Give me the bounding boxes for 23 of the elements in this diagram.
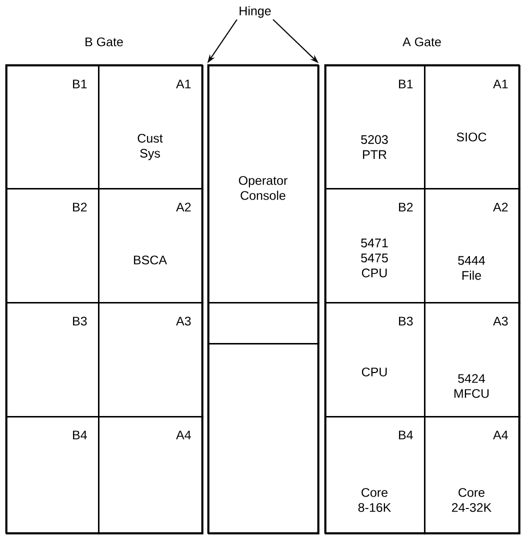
slot-cell: A1 Cust Sys <box>98 65 204 190</box>
slot-cell: B3 <box>6 302 100 418</box>
slot-cell: A3 <box>98 302 204 418</box>
console-section <box>208 343 320 534</box>
slot-cell: B1 5203 PTR <box>325 65 426 190</box>
console-section <box>208 302 320 344</box>
console-box: Operator Console <box>208 65 320 304</box>
hinge-label: Hinge <box>240 6 271 18</box>
node-label: B Gate <box>86 37 123 46</box>
slot-cell: A2 BSCA <box>98 188 204 304</box>
slot-cell: B2 <box>6 188 100 304</box>
slot-cell: B4 Core 8-16K <box>325 416 426 534</box>
slot-cell: B1 <box>6 65 100 190</box>
slot-cell: A3 5424 MFCU <box>424 302 520 418</box>
slot-cell: B3 CPU <box>325 302 426 418</box>
slot-cell: A1 SIOC <box>424 65 520 190</box>
slot-cell: A2 5444 File <box>424 188 520 304</box>
slot-cell: B2 5471 5475 CPU <box>325 188 426 304</box>
console-panel <box>207 64 319 534</box>
slot-cell: A4 <box>98 416 204 534</box>
slot-cell: A4 Core 24-32K <box>424 416 520 534</box>
node-label: A Gate <box>402 37 441 46</box>
slot-cell: B4 <box>6 416 100 534</box>
